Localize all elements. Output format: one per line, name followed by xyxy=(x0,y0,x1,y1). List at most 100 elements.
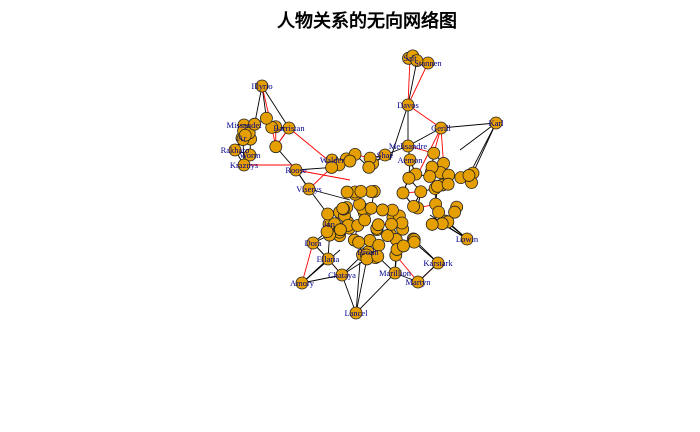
graph-node xyxy=(321,207,335,221)
graph-node xyxy=(335,268,349,282)
node-label: Salt xyxy=(403,53,417,63)
graph-node xyxy=(431,179,444,193)
node-label: Ar xyxy=(238,133,247,143)
graph-node xyxy=(397,239,410,253)
graph-node xyxy=(325,161,339,174)
graph-node xyxy=(432,205,446,219)
graph-node xyxy=(282,121,296,135)
graph-node xyxy=(354,185,368,198)
node-label: Missandei xyxy=(227,120,263,130)
graph-node xyxy=(407,235,421,249)
graph-node xyxy=(411,275,425,289)
node-label: Ellaria xyxy=(317,254,340,264)
graph-node xyxy=(414,185,428,199)
edge xyxy=(355,261,361,314)
node-label: Roose xyxy=(285,165,306,175)
graph-node xyxy=(423,170,437,183)
graph-node xyxy=(248,117,261,131)
graph-node xyxy=(364,201,378,215)
node-label: Barristan xyxy=(273,123,305,133)
graph-node xyxy=(352,235,366,249)
graph-node xyxy=(349,306,363,320)
graph-node xyxy=(489,116,503,130)
graph-node xyxy=(260,111,273,125)
graph-node xyxy=(402,171,416,185)
graph-node xyxy=(407,199,420,213)
node-label: Davos xyxy=(397,100,419,110)
graph-node xyxy=(431,256,445,270)
node-label: Walder xyxy=(320,155,344,165)
node-label: Kraznys xyxy=(230,160,258,170)
node-label: Rakharo xyxy=(221,145,250,155)
graph-node xyxy=(396,186,410,200)
node-label: Aemon xyxy=(397,155,423,165)
graph-node xyxy=(425,217,439,231)
graph-node xyxy=(269,140,283,154)
edge xyxy=(440,122,497,129)
node-label: Gerill xyxy=(431,123,451,133)
graph-node xyxy=(336,202,350,215)
node-label: Karl xyxy=(488,118,504,128)
graph-node xyxy=(388,266,402,280)
edge xyxy=(308,188,351,201)
graph-node xyxy=(343,154,357,168)
graph-node xyxy=(243,148,257,162)
edge xyxy=(355,258,368,314)
graph-node xyxy=(403,153,417,167)
edge xyxy=(407,62,429,106)
node-layer xyxy=(228,49,503,320)
edge-layer xyxy=(234,55,497,314)
node-label: Jon xyxy=(323,219,336,229)
graph-node xyxy=(401,139,415,153)
edge xyxy=(407,60,418,106)
node-label: Viserys xyxy=(296,184,321,194)
graph-node xyxy=(378,148,392,162)
node-label: Dora xyxy=(305,238,322,248)
graph-node xyxy=(362,160,376,174)
edge xyxy=(341,274,357,314)
graph-node xyxy=(371,218,385,232)
edge xyxy=(254,85,263,125)
edge xyxy=(301,274,343,284)
graph-node xyxy=(460,232,474,246)
graph-node xyxy=(302,182,316,196)
graph-node xyxy=(306,236,320,250)
edge xyxy=(301,249,341,284)
edge xyxy=(301,242,314,284)
node-label: Lancel xyxy=(344,308,368,318)
graph-node xyxy=(289,163,303,177)
graph-node xyxy=(385,217,398,231)
graph-node xyxy=(448,205,462,219)
edge xyxy=(407,57,411,106)
node-label: Shae xyxy=(377,150,394,160)
chart-title: 人物关系的无向网络图 xyxy=(277,10,457,32)
node-label: Karstark xyxy=(423,258,453,268)
node-label: Bronn xyxy=(357,247,379,257)
graph-node xyxy=(320,225,334,239)
node-label: Illyrio xyxy=(251,81,272,91)
graph-node xyxy=(340,185,354,199)
node-label: Melisandre xyxy=(389,141,427,151)
graph-node xyxy=(434,121,448,135)
node-label: Lowin xyxy=(456,234,479,244)
graph-node xyxy=(321,252,335,266)
graph-node xyxy=(376,203,389,217)
edge xyxy=(459,122,497,151)
graph-node xyxy=(441,177,455,191)
node-label: Chataya xyxy=(328,270,356,280)
edge xyxy=(261,85,290,129)
node-label: Marillion xyxy=(379,268,412,278)
graph-node xyxy=(228,143,242,157)
graph-node xyxy=(237,158,251,172)
edge xyxy=(355,272,396,314)
graph-node xyxy=(410,54,424,68)
node-label: Amory xyxy=(290,278,315,288)
graph-node xyxy=(395,216,409,230)
graph-node xyxy=(295,276,309,290)
edge xyxy=(295,169,351,181)
graph-node xyxy=(334,223,347,237)
node-label: Stannen xyxy=(414,58,442,68)
graph-node xyxy=(462,169,476,182)
